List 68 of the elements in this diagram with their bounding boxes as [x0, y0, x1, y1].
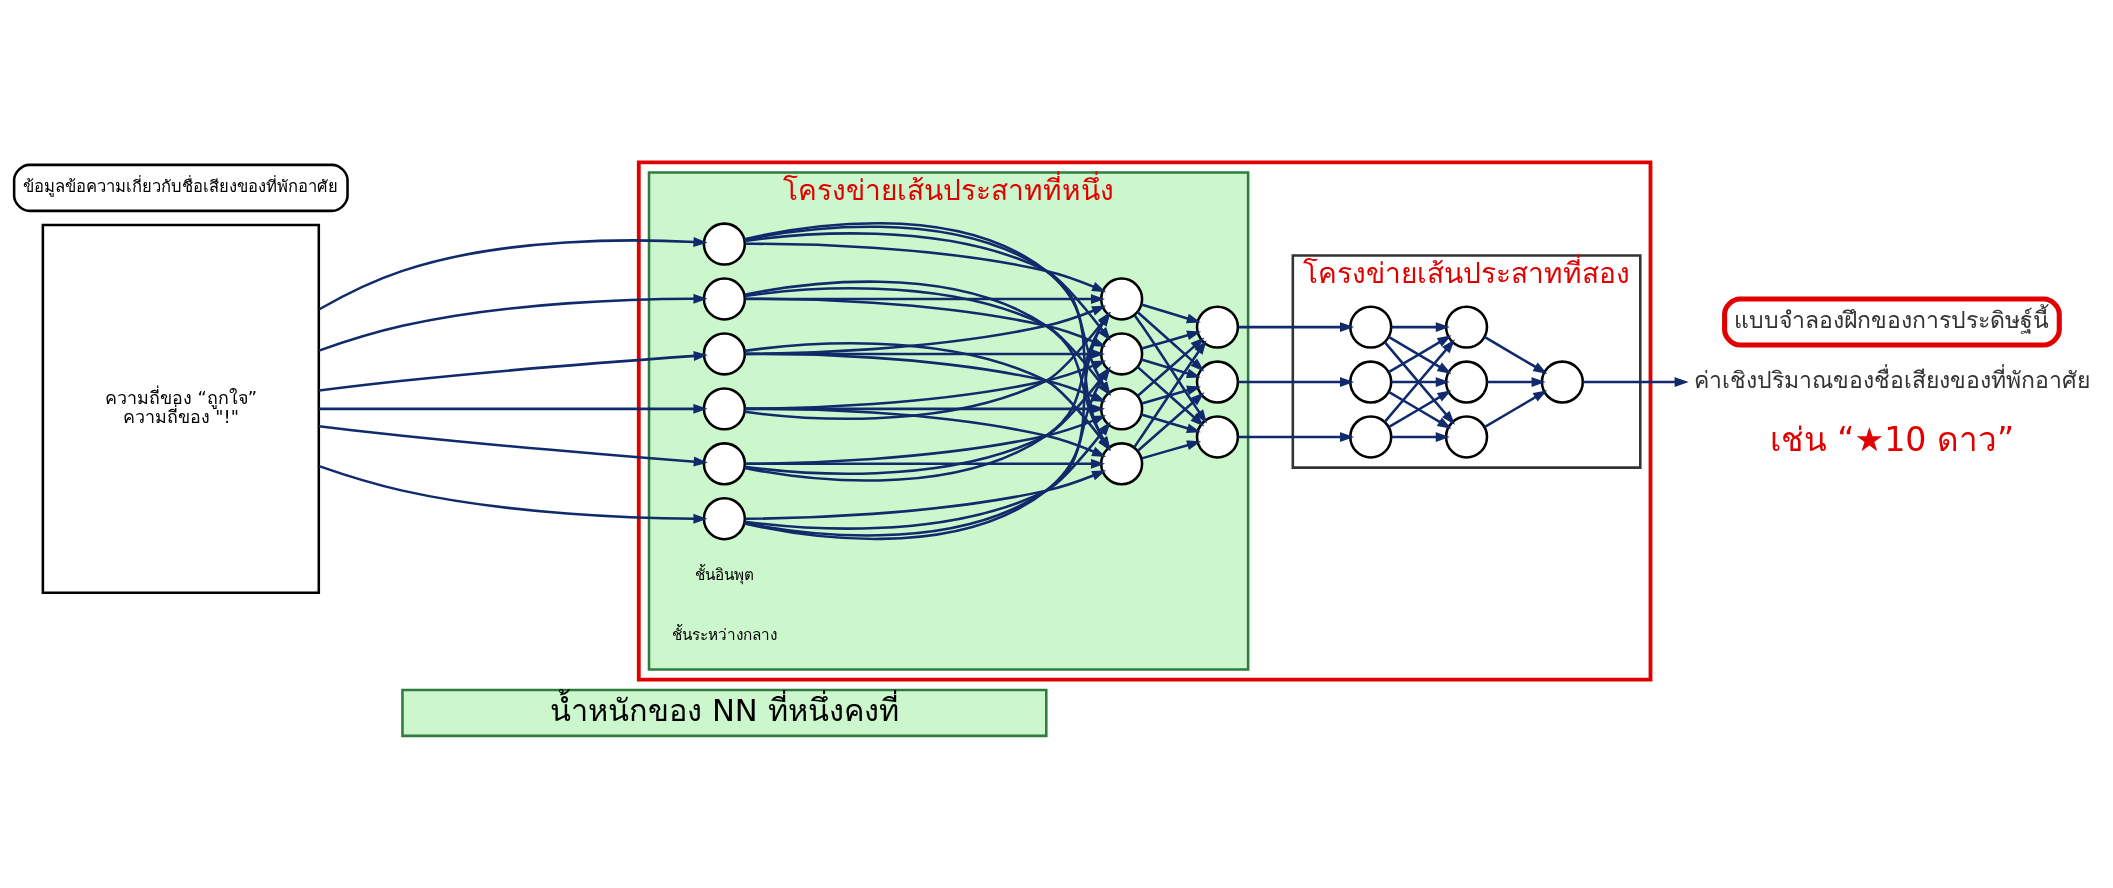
arrow: [1141, 413, 1201, 433]
arrow: [745, 470, 1107, 521]
node-box: ความถี่ของ “ถูกใจ” ความถี่ของ "!": [41, 223, 321, 595]
node-circle: [702, 332, 747, 376]
node-box: น้ำหนักของ NN ที่หนึ่งคงที่: [401, 688, 1048, 738]
arrow: [1136, 365, 1205, 427]
label: เช่น “★10 ดาว”: [1769, 420, 2015, 460]
node-circle: [1444, 415, 1489, 459]
arrow: [1483, 390, 1548, 429]
arrow: [1391, 432, 1450, 442]
node-box: ข้อมูลข้อความเกี่ยวกับชื่อเสียงของที่พักอาศัย: [12, 163, 349, 213]
arrow: [745, 352, 1107, 402]
arrow: [1238, 432, 1355, 442]
node-circle: [1444, 305, 1489, 349]
arrow: [1133, 314, 1207, 424]
arrow: [1137, 392, 1205, 452]
arrow: [1141, 358, 1201, 379]
node-circle: [1195, 415, 1240, 459]
arrow: [1238, 322, 1355, 333]
node-text: ค่าเชิงปริมาณของชื่อเสียงของที่พักอาศัย: [1693, 366, 2090, 393]
arrow: [745, 242, 1107, 293]
arrow: [1388, 335, 1452, 374]
arrow: [745, 297, 1107, 348]
node-circle: [1540, 360, 1585, 404]
arrow: [1483, 335, 1548, 374]
arrow: [318, 293, 708, 352]
node-circle: [1099, 442, 1144, 486]
arrow: [1391, 377, 1450, 387]
arrow: [1487, 377, 1546, 387]
cluster: [636, 160, 1653, 682]
node-circle: [1444, 360, 1489, 404]
arrow: [745, 360, 1107, 411]
node-circle: [702, 442, 747, 486]
node-circle: [1099, 277, 1144, 321]
node-circle: [1099, 332, 1144, 376]
node-circle: [1195, 305, 1240, 349]
arrow: [318, 237, 708, 311]
arrow: [1238, 377, 1355, 387]
node-circle: [1099, 387, 1144, 431]
node-circle: [702, 387, 747, 431]
arrow: [318, 425, 708, 467]
arrow: [318, 403, 708, 414]
arrow: [1388, 390, 1452, 429]
arrow: [1136, 311, 1205, 372]
node-circle: [702, 497, 747, 541]
node-circle: [1349, 360, 1393, 404]
arrow: [318, 464, 708, 524]
arrow: [1141, 385, 1202, 405]
cluster: โครงข่ายเส้นประสาทที่สอง: [1291, 254, 1642, 469]
label: ชั้นอินพุต: [694, 566, 754, 585]
node-circle: [1349, 305, 1393, 349]
arrow: [1141, 303, 1201, 324]
arrow: [1141, 440, 1202, 460]
arrow: [745, 294, 1105, 304]
arrow: [744, 421, 1111, 530]
arrow: [318, 351, 708, 392]
node-circle: [1349, 415, 1393, 459]
node-circle: [702, 222, 747, 266]
arrow: [1391, 322, 1450, 333]
arrow: [1137, 337, 1205, 397]
arrow: [1141, 330, 1202, 350]
node-circle: [702, 277, 747, 321]
arrow: [1583, 377, 1689, 387]
arrow: [1133, 340, 1207, 448]
node-box: แบบจำลองฝึกของการประดิษฐ์นี้: [1722, 296, 2062, 348]
arrow: [745, 305, 1107, 356]
node-circle: [1195, 360, 1240, 404]
label: ชั้นระหว่างกลาง: [671, 626, 777, 645]
